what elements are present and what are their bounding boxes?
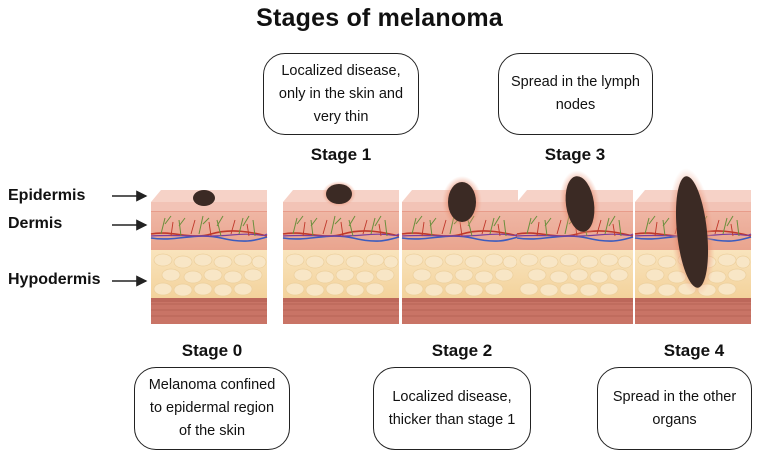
stage-4-description: Spread in the other organs <box>612 388 737 428</box>
stage-1-skin-block <box>282 181 400 325</box>
stage-3-label: Stage 3 <box>544 145 606 164</box>
stage-4-description-box: Spread in the other organs <box>597 367 752 450</box>
stage-1-tumor <box>326 184 352 204</box>
stage-3-description-box: Spread in the lymph nodes <box>498 53 653 135</box>
stage-1-description: Localized disease, only in the skin and … <box>278 62 404 125</box>
stage-2-skin-block <box>401 176 519 325</box>
stage-2-label: Stage 2 <box>431 341 493 360</box>
stage-4-label: Stage 4 <box>663 341 725 360</box>
dermis-label: Dermis <box>8 215 63 232</box>
stage-3-skin-block <box>516 170 634 325</box>
stage-2-description: Localized disease, thicker than stage 1 <box>388 388 516 428</box>
epidermis-label: Epidermis <box>8 187 86 204</box>
stage-1-label: Stage 1 <box>310 145 372 164</box>
stage-0-label: Stage 0 <box>181 341 243 360</box>
stage-4-skin-block <box>634 168 752 325</box>
stage-0-tumor <box>193 190 215 206</box>
stage-2-tumor <box>448 182 476 222</box>
stage-0-skin-block <box>150 189 268 325</box>
hypodermis-label: Hypodermis <box>8 271 101 288</box>
stage-0-description: Melanoma confined to epidermal region of… <box>148 377 276 439</box>
stage-3-tumor <box>565 176 595 232</box>
stage-4-tumor <box>675 176 709 288</box>
stage-3-description: Spread in the lymph nodes <box>511 74 640 113</box>
stage-1-description-box: Localized disease, only in the skin and … <box>263 53 419 135</box>
stage-0-description-box: Melanoma confined to epidermal region of… <box>134 367 290 450</box>
diagram-title: Stages of melanoma <box>256 4 503 32</box>
stage-2-description-box: Localized disease, thicker than stage 1 <box>373 367 531 450</box>
